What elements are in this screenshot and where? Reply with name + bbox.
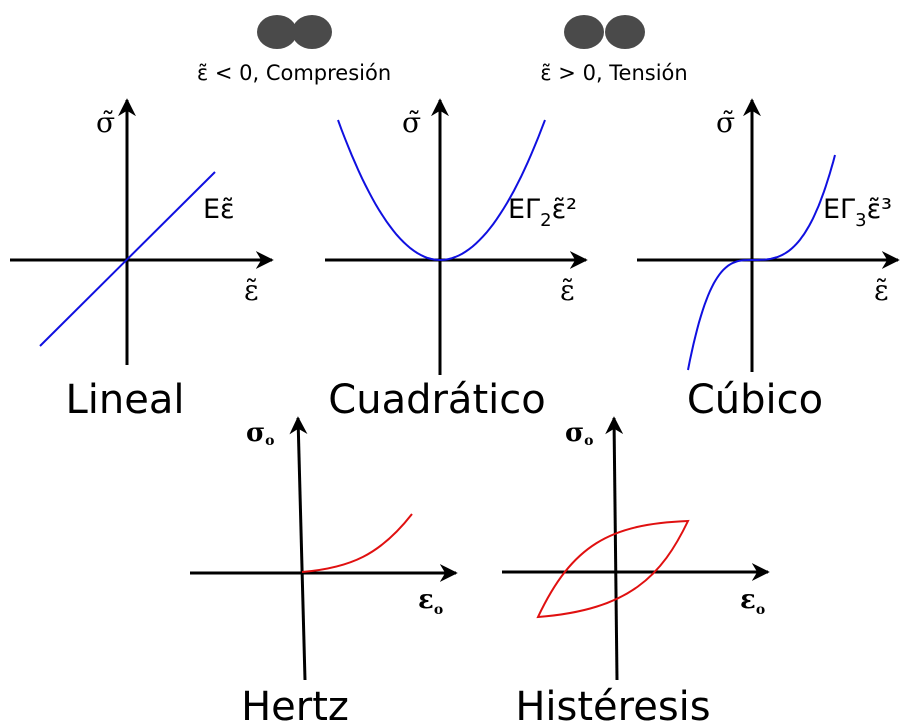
hertz-curve	[301, 513, 413, 573]
y-axis-label: σ̃	[402, 106, 421, 139]
y-axis	[289, 416, 308, 681]
linear-curve	[39, 171, 216, 347]
y-axis-label: σo	[246, 418, 275, 449]
x-axis-label: ε̃	[874, 274, 889, 307]
y-axis-label: σo	[565, 418, 594, 449]
panel-title: Lineal	[66, 377, 185, 423]
x-axis-label: εo	[418, 585, 443, 618]
curve-annotation: EΓ3ε̃³	[823, 194, 892, 231]
panel-title: Cuadrático	[328, 377, 545, 423]
panel-histeresis: σo εo Histéresis	[502, 416, 770, 726]
hysteresis-loop	[536, 519, 690, 619]
panel-title: Cúbico	[687, 377, 823, 423]
y-axis-label: σ̃	[96, 106, 115, 139]
x-axis-label: εo	[740, 585, 765, 618]
compression-label: ε̃ < 0, Compresión	[197, 61, 391, 85]
curve-annotation: EΓ2ε̃²	[508, 194, 577, 231]
y-axis	[605, 416, 624, 681]
cubic-curve	[687, 154, 836, 371]
x-axis-label: ε̃	[244, 274, 259, 307]
y-axis-label: σ̃	[716, 106, 735, 139]
panel-cubico: σ̃ ε̃ EΓ3ε̃³ Cúbico	[637, 98, 900, 423]
tension-label: ε̃ > 0, Tensión	[540, 61, 687, 85]
panel-title: Histéresis	[515, 684, 710, 726]
tension-blob-icon	[564, 15, 645, 49]
curve-annotation: Eε̃	[203, 194, 235, 225]
x-axis-label: ε̃	[560, 274, 575, 307]
panel-cuadratico: σ̃ ε̃ EΓ2ε̃² Cuadrático	[325, 98, 588, 423]
quadratic-curve	[337, 119, 546, 262]
compression-blob-icon	[257, 15, 332, 49]
panel-hertz: σo εo Hertz	[190, 416, 458, 726]
panel-title: Hertz	[241, 684, 349, 726]
panel-lineal: σ̃ ε̃ Eε̃ Lineal	[10, 98, 274, 423]
